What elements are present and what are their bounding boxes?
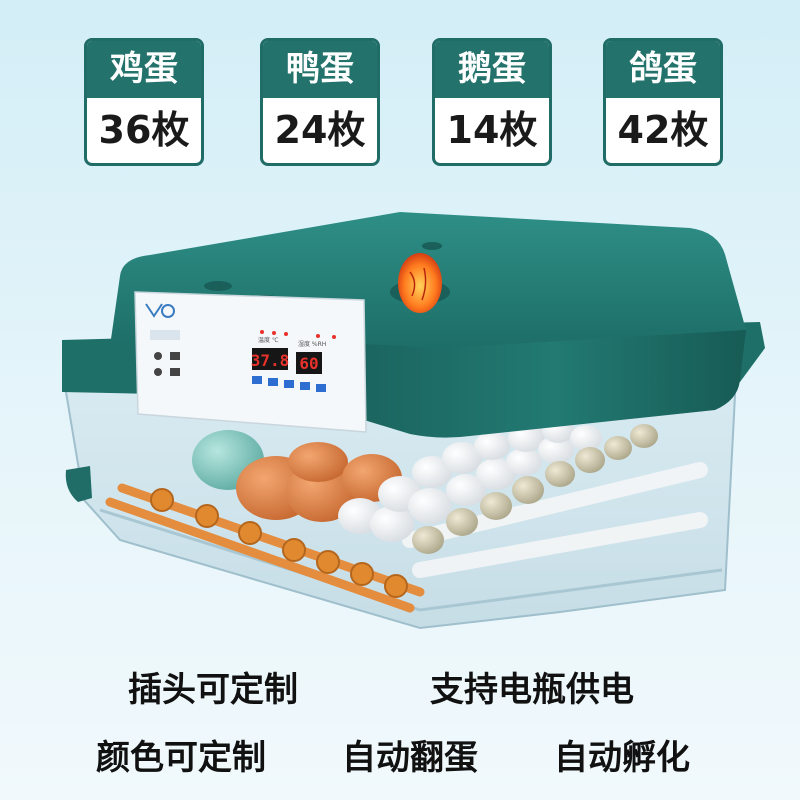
temperature-display	[252, 348, 288, 370]
badge-egg-count: 24枚	[274, 108, 366, 152]
badge-egg-count: 36枚	[98, 108, 190, 152]
feature-custom-color: 颜色可定制	[96, 738, 266, 778]
candling-egg-light	[390, 253, 450, 313]
badge-goose-egg: 鹅蛋 14枚	[432, 38, 552, 166]
feature-battery-power: 支持电瓶供电	[430, 670, 634, 710]
roller-gears	[150, 488, 408, 598]
humidity-readout: 60	[299, 354, 318, 373]
badge-egg-type: 鹅蛋	[435, 41, 549, 98]
temperature-readout: 37.8	[251, 351, 290, 370]
humidity-label: 湿度 %RH	[298, 340, 326, 348]
badge-egg-count: 42枚	[617, 108, 709, 152]
badge-chicken-egg: 鸡蛋 36枚	[84, 38, 204, 166]
badge-egg-count: 14枚	[446, 108, 538, 152]
certification-icons	[154, 352, 180, 376]
feature-auto-turning: 自动翻蛋	[342, 738, 478, 778]
temperature-label: 温度 ℃	[258, 336, 279, 344]
eggs	[192, 417, 658, 554]
feature-auto-incubation: 自动孵化	[554, 738, 690, 778]
badge-egg-type: 鸽蛋	[606, 41, 720, 98]
humidity-display	[296, 352, 322, 374]
lid-front	[364, 330, 746, 438]
control-panel	[134, 291, 367, 433]
badge-egg-type: 鸭蛋	[263, 41, 377, 98]
badge-duck-egg: 鸭蛋 24枚	[260, 38, 380, 166]
badge-egg-type: 鸡蛋	[87, 41, 201, 98]
brand-logo-icon	[145, 303, 175, 318]
feature-custom-plug: 插头可定制	[128, 670, 298, 710]
panel-buttons[interactable]	[252, 376, 326, 392]
indicator-lights	[260, 330, 336, 339]
tray-handle[interactable]	[65, 466, 92, 502]
badge-pigeon-egg: 鸽蛋 42枚	[603, 38, 723, 166]
